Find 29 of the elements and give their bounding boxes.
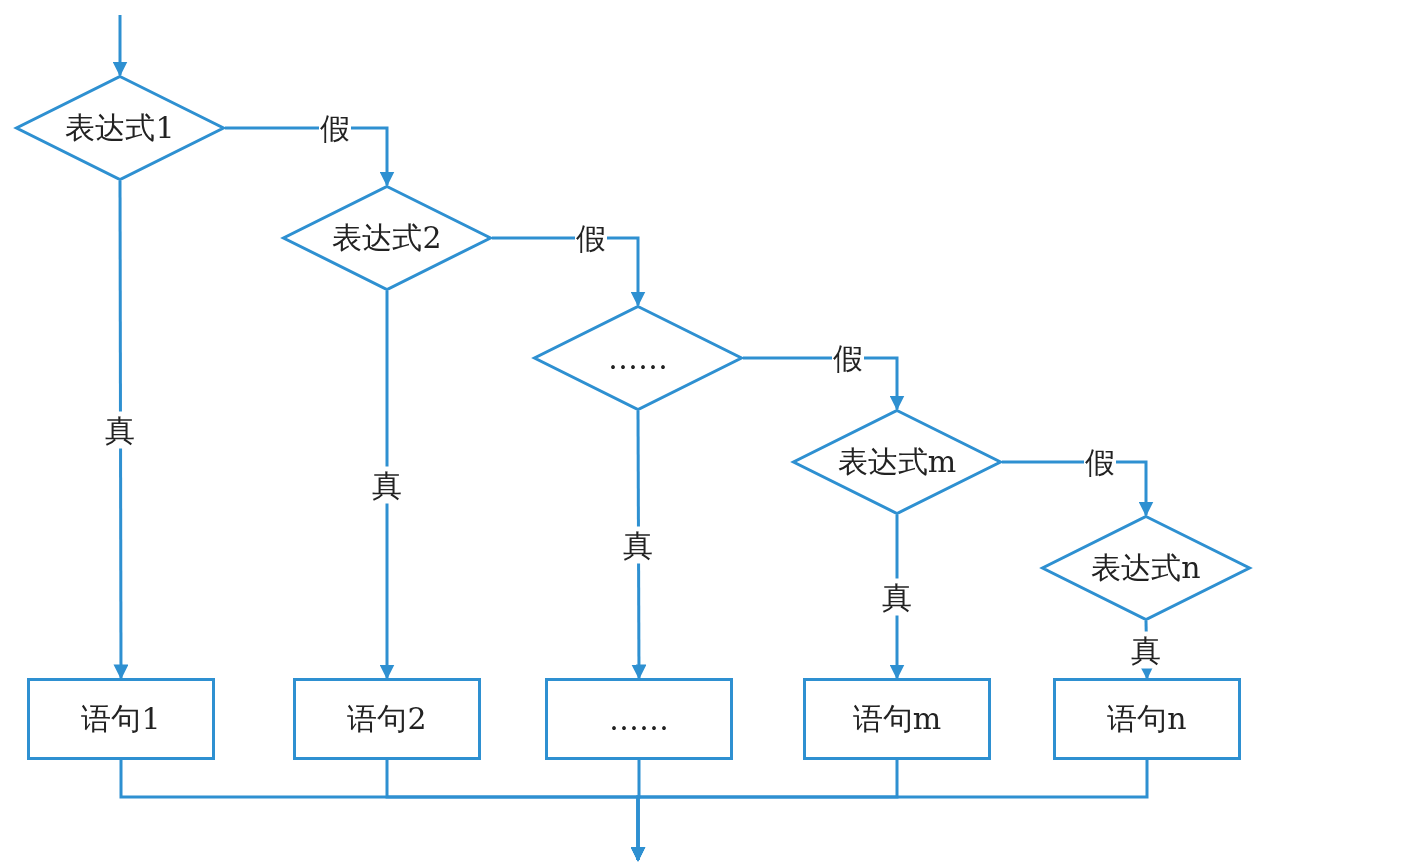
node-text: 语句2 bbox=[347, 699, 427, 738]
edge-label: 真 bbox=[622, 526, 654, 563]
edge-label: 真 bbox=[371, 466, 403, 503]
edge-label: 真 bbox=[104, 411, 136, 448]
arrow bbox=[379, 291, 395, 680]
process-box bbox=[803, 678, 991, 760]
node-text: …… bbox=[608, 340, 668, 376]
decision-diamond bbox=[1041, 515, 1251, 621]
edge-label: 真 bbox=[881, 578, 913, 615]
edge-label: 真 bbox=[1130, 631, 1162, 668]
decision-diamond bbox=[282, 185, 492, 291]
node-text: 表达式n bbox=[1091, 548, 1201, 587]
process-box bbox=[1053, 678, 1241, 760]
process-box bbox=[27, 678, 215, 760]
arrow bbox=[630, 760, 1149, 862]
node-text: 表达式2 bbox=[332, 218, 442, 257]
decision-diamond bbox=[15, 75, 225, 181]
node-text: 表达式m bbox=[837, 442, 957, 481]
node-text: 表达式1 bbox=[65, 108, 175, 147]
process-box bbox=[545, 678, 733, 760]
node-text: 语句m bbox=[852, 699, 942, 738]
arrow bbox=[112, 15, 128, 77]
node-text: 语句1 bbox=[81, 699, 161, 738]
node-text: 语句n bbox=[1107, 699, 1187, 738]
arrow bbox=[113, 181, 129, 680]
node-text: …… bbox=[609, 701, 669, 737]
process-box bbox=[293, 678, 481, 760]
decision-diamond bbox=[792, 409, 1002, 515]
decision-diamond bbox=[533, 305, 743, 411]
